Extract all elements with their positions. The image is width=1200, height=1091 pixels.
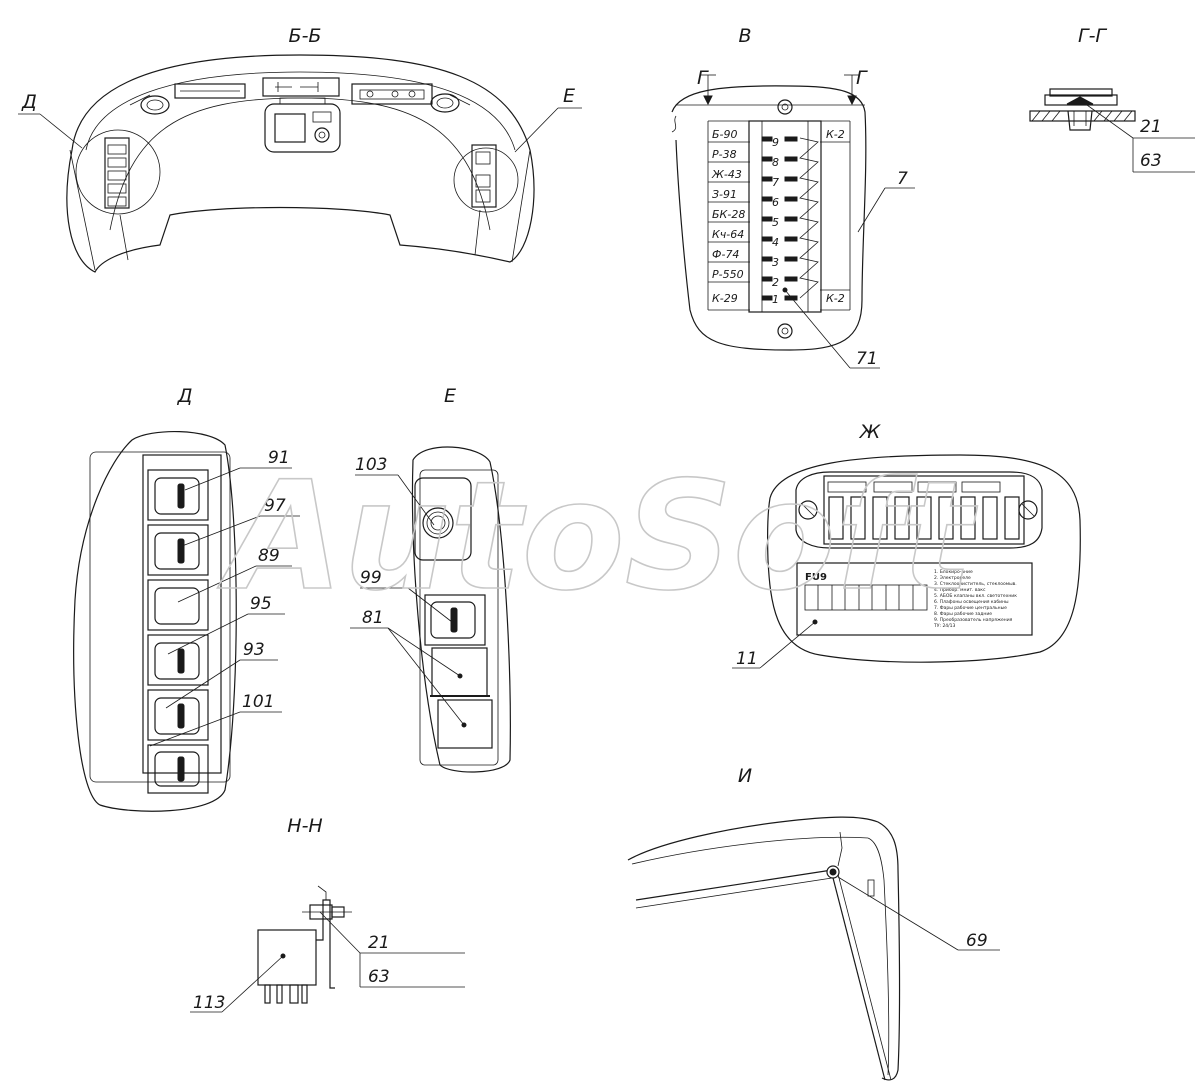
jumper-label-bottom: К-2	[826, 292, 845, 305]
section-mark-d: Д	[21, 91, 37, 113]
fuse-legend-line: 2. Электрореле	[934, 575, 971, 581]
fuse-legend-line: 8. Фары рабочие задние	[934, 611, 992, 617]
callout-21-gg: 21	[1140, 117, 1162, 137]
view-gg: Г-Г 21 63	[1029, 25, 1195, 173]
fuse-label-legend: 1. Блокиро-ание 2. Электрореле 3. Стекло…	[933, 569, 1017, 629]
callout-101: 101	[242, 692, 274, 712]
callout-93: 93	[243, 640, 265, 660]
wire-label: Ф-74	[712, 248, 739, 261]
wire-label: З-91	[712, 188, 737, 201]
view-title-gg: Г-Г	[1078, 25, 1107, 47]
wire-label: К-29	[712, 292, 738, 305]
view-i: И 69	[627, 765, 1000, 1081]
section-mark-e: Е	[563, 85, 575, 107]
wire-label: Б-90	[712, 128, 738, 141]
fuse-legend-line: 7. Фары рабочие центральные	[934, 605, 1007, 611]
pin-number: 6	[772, 196, 779, 209]
view-title-i: И	[738, 765, 752, 787]
callouts-d: 91 97 89 95 93 101	[149, 448, 300, 747]
view-title-e: Е	[444, 385, 456, 407]
fuse-legend-line: 5. АБОБ клапаны вкл. светотехник	[934, 593, 1017, 599]
wire-label: Ж-43	[711, 168, 742, 181]
pin-number: 9	[772, 136, 779, 149]
pin-number: 4	[772, 236, 779, 249]
view-nn: Н-Н 21 63 113	[190, 815, 465, 1013]
pin-number: 1	[772, 293, 779, 306]
wire-label: БК-28	[712, 208, 745, 221]
callout-97: 97	[264, 496, 286, 516]
callout-99: 99	[360, 568, 382, 588]
fuse-legend-line: 3. Стеклоочиститель, стеклоомыв.	[934, 581, 1017, 587]
view-title-v: В	[738, 25, 751, 47]
cut-mark-g-left: Г	[697, 67, 709, 89]
view-title-nn: Н-Н	[287, 815, 322, 837]
fuse-slots	[827, 481, 1020, 540]
fuse-legend-line: 1. Блокиро-ание	[934, 569, 973, 575]
fuse-legend-line: ТУ: 24/13	[933, 623, 956, 629]
callout-103: 103	[355, 455, 387, 475]
callout-91: 91	[268, 448, 290, 468]
view-e: Е 103 99 81	[350, 385, 511, 773]
callout-113: 113	[193, 993, 225, 1013]
callout-89: 89	[258, 546, 280, 566]
callout-69: 69	[966, 931, 988, 951]
pin-number: 3	[772, 256, 779, 269]
callout-7: 7	[897, 169, 908, 189]
fuse-label-cells	[817, 585, 914, 610]
jumper-label-top: К-2	[826, 128, 845, 141]
callout-95: 95	[250, 594, 272, 614]
callout-11: 11	[736, 649, 758, 669]
fuse-legend-line: 6. Плафоны освещения кабины	[934, 599, 1009, 605]
fuse-legend-line: 9. Преобразователь напряжения	[934, 617, 1013, 623]
view-title-d: Д	[177, 385, 193, 407]
watermark: AutoSoft	[217, 450, 978, 624]
switch-column-d	[147, 469, 209, 794]
view-zh: Ж FU9	[732, 421, 1081, 669]
pin-number: 5	[772, 216, 779, 229]
view-v: В Г Г	[671, 25, 915, 369]
view-d: Д 91 97	[73, 385, 300, 812]
fuse-label-heading: FU9	[805, 572, 827, 583]
view-title-zh: Ж	[859, 421, 882, 443]
pin-number: 8	[772, 156, 779, 169]
pin-number: 2	[772, 276, 779, 289]
connector-rows: Б-90 Р-38 Ж-43 З-91 БК-28 Кч-64 Ф-74 Р-5…	[708, 128, 845, 311]
callout-71: 71	[856, 349, 878, 369]
wire-label: Кч-64	[712, 228, 744, 241]
wire-label: Р-550	[712, 268, 744, 281]
view-title-bb: Б-Б	[289, 25, 322, 47]
cut-mark-g-right: Г	[856, 67, 868, 89]
wire-label: Р-38	[712, 148, 737, 161]
connector-pins	[761, 136, 798, 301]
callout-81: 81	[362, 608, 384, 628]
callout-63-gg: 63	[1140, 151, 1162, 171]
pin-number: 7	[772, 176, 779, 189]
callout-21-nn: 21	[368, 933, 390, 953]
fuse-legend-line: 4. Прибор. мнит. вакс	[934, 587, 986, 593]
callout-63-nn: 63	[368, 967, 390, 987]
view-bb: Б-Б Д	[18, 25, 582, 273]
